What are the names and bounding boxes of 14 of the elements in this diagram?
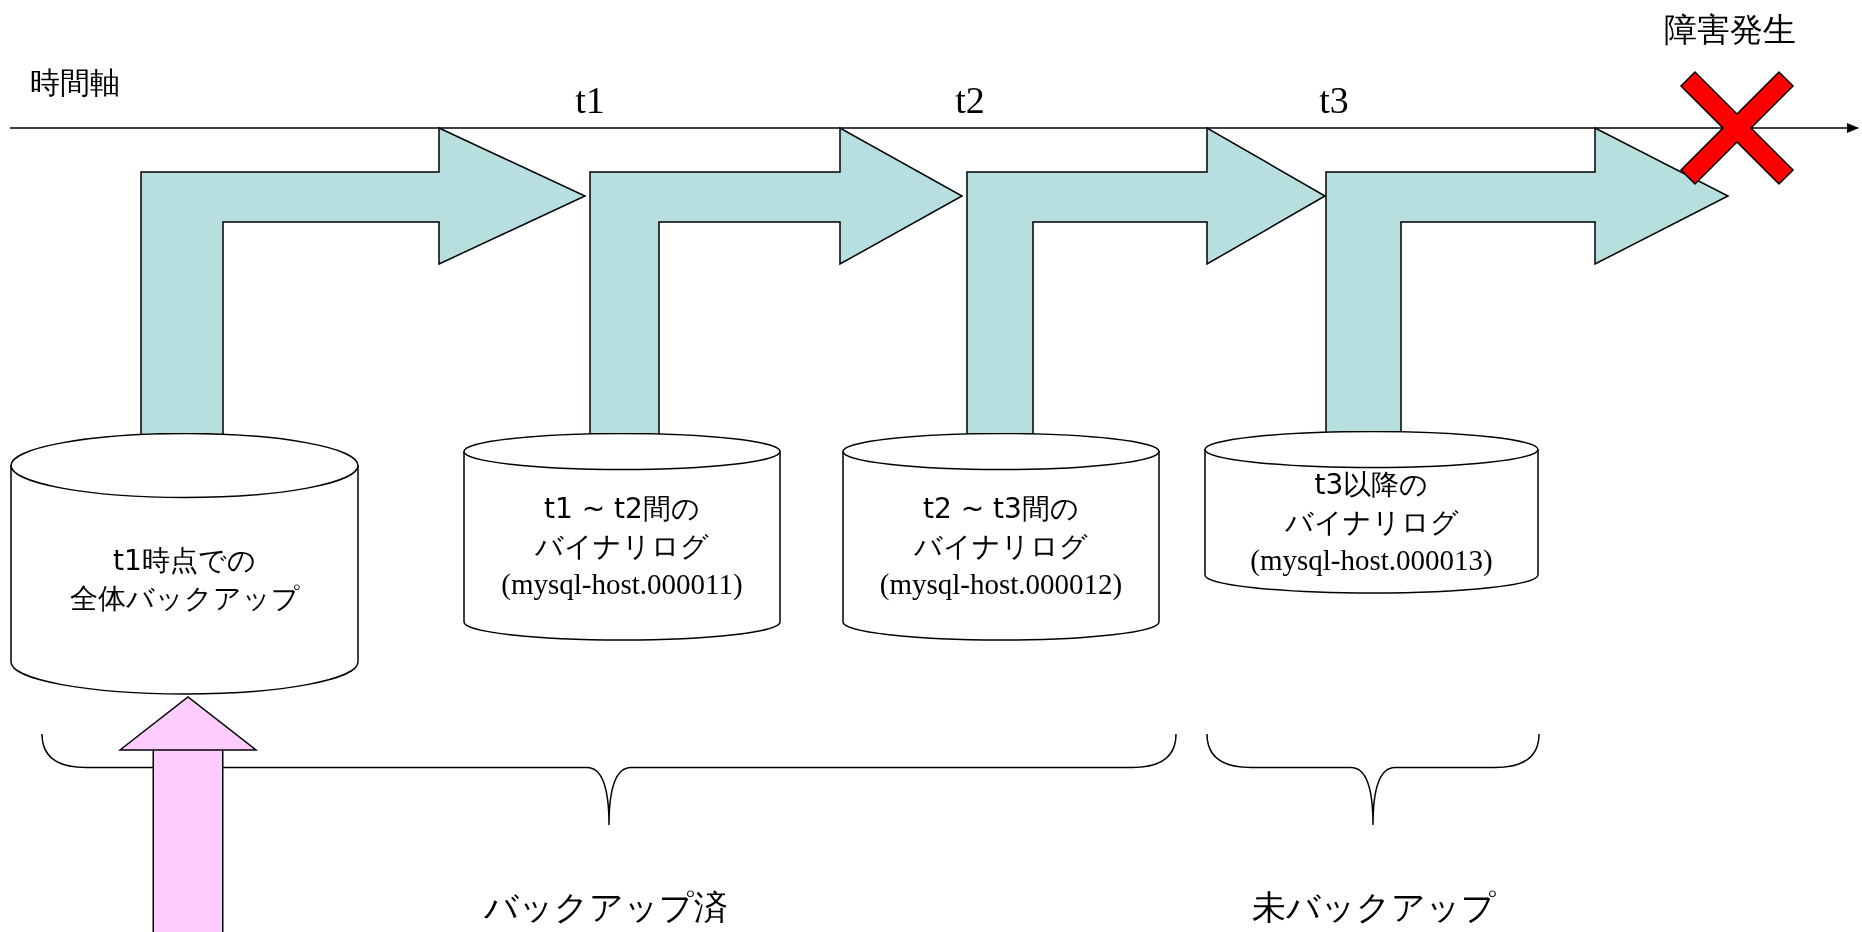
file-name: (mysql-host.000011) bbox=[501, 567, 743, 602]
failure-label: 障害発生 bbox=[1663, 9, 1797, 51]
group-label: バックアップ済 bbox=[484, 888, 728, 928]
time-label: t1 bbox=[575, 79, 605, 123]
group-label: 未バックアップ bbox=[1252, 888, 1496, 928]
time-label: t2 bbox=[955, 79, 985, 123]
time-label: t3 bbox=[1319, 79, 1349, 123]
file-name: (mysql-host.000012) bbox=[879, 567, 1123, 602]
cylinder-label: t3以降のバイナリログ bbox=[1284, 466, 1459, 541]
cylinder-label: t2 ~ t3間のバイナリログ bbox=[914, 491, 1088, 565]
cylinder-label: t1 ~ t2間のバイナリログ bbox=[535, 491, 709, 565]
file-name: (mysql-host.000013) bbox=[1250, 542, 1493, 578]
axis-label: 時間軸 bbox=[30, 65, 120, 101]
cylinder-label: t1時点での全体バックアップ bbox=[69, 543, 300, 617]
